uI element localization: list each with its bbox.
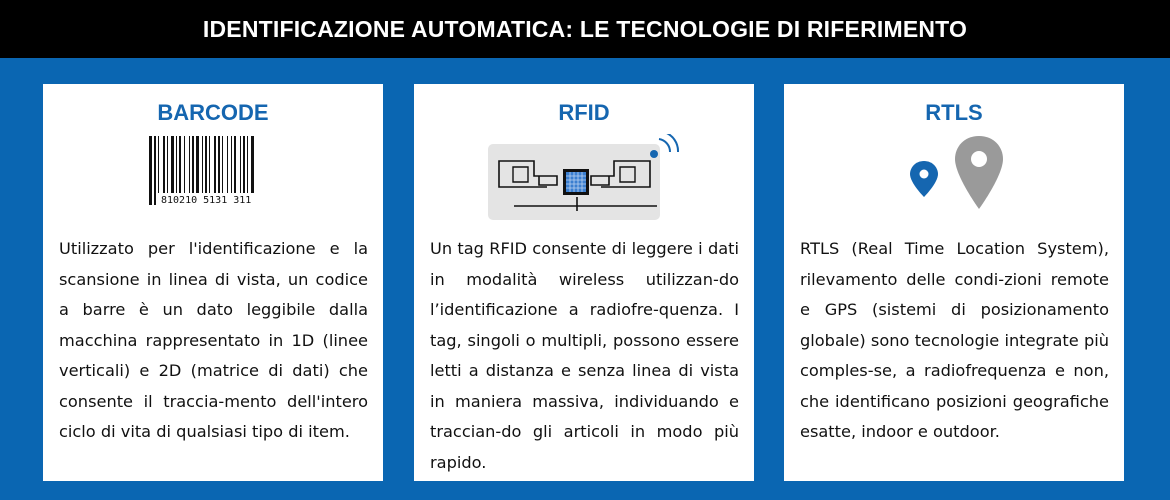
rfid-tag-icon (414, 131, 754, 220)
card-text: RTLS (Real Time Location System), rileva… (800, 239, 1109, 441)
barcode-bar (167, 136, 168, 205)
barcode-bar (163, 136, 165, 205)
card-text: Utilizzato per l'identificazione e la sc… (59, 239, 368, 441)
barcode-bar (179, 136, 181, 205)
barcode-bar (149, 136, 152, 205)
card-title: RFID (558, 100, 610, 125)
card-rtls: RTLS RTLS (Real Time Location System), r… (784, 84, 1124, 481)
card-barcode: BARCODE 810210 5131 311 Utilizzato per l… (43, 84, 383, 481)
barcode-bar (222, 136, 223, 205)
barcode-bar (247, 136, 248, 205)
barcode-bar (189, 136, 190, 205)
barcode-bar (196, 136, 199, 205)
card-title: BARCODE (157, 100, 269, 125)
barcode-bar (154, 136, 156, 205)
barcode-bar (234, 136, 236, 205)
barcode-bar (214, 136, 216, 205)
barcode-bar (218, 136, 220, 205)
barcode-bar (205, 136, 207, 205)
barcode-bar (176, 136, 177, 205)
barcode-bar (171, 136, 174, 205)
barcode-bar (192, 136, 194, 205)
barcode-bar (184, 136, 185, 205)
card-title: RTLS (925, 100, 983, 125)
barcode-bar (202, 136, 203, 205)
barcode-bar (209, 136, 210, 205)
barcode-bar (251, 136, 254, 205)
barcode-bar (243, 136, 245, 205)
card-text: Un tag RFID consente di leggere i dati i… (430, 239, 739, 472)
barcode-digits: 810210 5131 311 (161, 195, 251, 206)
page-title: IDENTIFICAZIONE AUTOMATICA: LE TECNOLOGI… (202, 15, 968, 42)
barcode-bar (227, 136, 228, 205)
barcode-bar (158, 136, 159, 205)
barcode-icon: 810210 5131 311 (43, 134, 383, 214)
card-rfid: RFID Un tag RFID consente di leggere i (414, 84, 754, 481)
barcode-bar (231, 136, 232, 205)
barcode-bar (240, 136, 241, 205)
location-pin-icon (784, 134, 1124, 214)
header-banner: IDENTIFICAZIONE AUTOMATICA: LE TECNOLOGI… (0, 0, 1170, 58)
